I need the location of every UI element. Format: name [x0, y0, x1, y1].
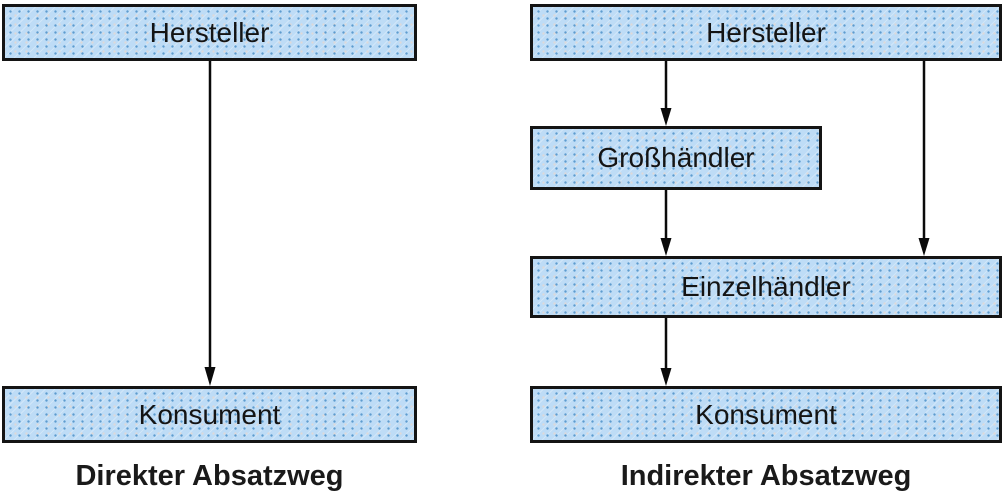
- node-label: Hersteller: [706, 16, 826, 48]
- node-konsument-indirect: Konsument: [530, 386, 1002, 443]
- arrow-right-grosshaendler-to-einzelhaendler: [660, 190, 672, 256]
- arrow-right-hersteller-to-grosshaendler: [660, 61, 672, 126]
- caption-indirect-channel: Indirekter Absatzweg: [620, 460, 912, 492]
- caption-direct-channel: Direkter Absatzweg: [75, 460, 344, 492]
- node-label: Einzelhändler: [681, 271, 851, 302]
- node-label: Großhändler: [597, 142, 755, 173]
- node-hersteller-indirect: Hersteller: [530, 4, 1002, 61]
- node-hersteller-direct: Hersteller: [2, 4, 417, 61]
- node-grosshaendler: Großhändler: [530, 126, 822, 190]
- node-label: Konsument: [138, 398, 281, 430]
- node-label: Konsument: [695, 398, 837, 430]
- node-einzelhaendler: Einzelhändler: [530, 256, 1002, 318]
- arrow-right-hersteller-to-einzelhaendler: [918, 61, 930, 256]
- node-label: Hersteller: [149, 16, 270, 48]
- arrow-right-einzelhaendler-to-konsument: [660, 318, 672, 386]
- node-konsument-direct: Konsument: [2, 386, 417, 443]
- arrow-left-hersteller-to-konsument: [204, 61, 216, 386]
